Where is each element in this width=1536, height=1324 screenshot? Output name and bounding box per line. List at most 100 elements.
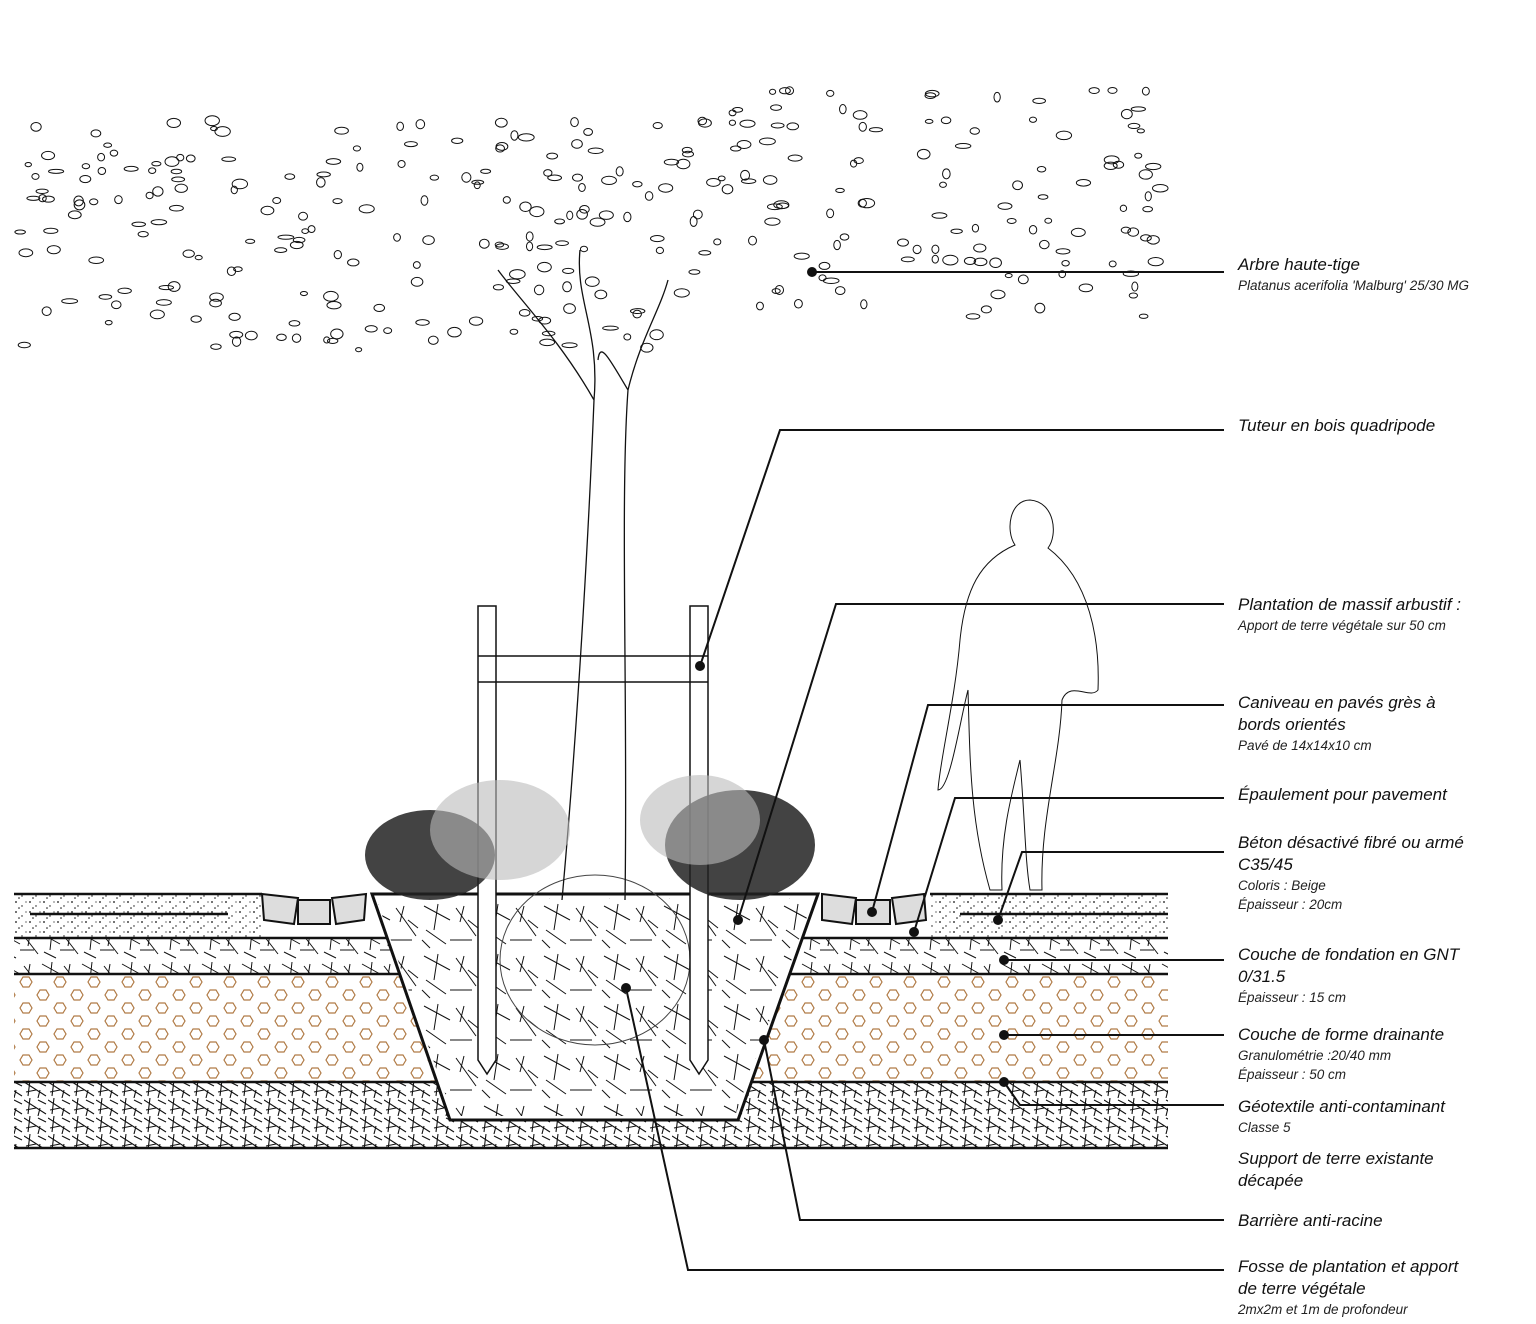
leaf [793,298,803,309]
label-epaulement: Épaulement pour pavement [1238,784,1447,806]
leaf [43,227,59,234]
leaf [1131,281,1139,292]
label-title: Épaulement pour pavement [1238,785,1447,804]
leaf [231,178,249,190]
leaf [868,127,884,133]
leaf [924,118,934,124]
leaf [88,256,105,265]
label-title: Couche de forme drainante [1238,1025,1445,1044]
leaf [18,248,34,258]
leaf [579,204,590,214]
leaf [155,299,172,306]
label-title: Géotextile anti-contaminant [1238,1097,1445,1116]
leaf [554,218,565,225]
leaf [145,191,154,200]
leaf [833,239,841,251]
leaf [756,301,764,311]
leaf [1120,108,1133,120]
leaf [924,89,940,98]
leaf [989,257,1002,268]
leaf [151,161,162,167]
leaf [766,203,783,211]
label-title: Béton désactivé fibré ou armé [1238,833,1464,852]
leaf [35,188,49,194]
leaf [774,285,785,295]
leaf [561,342,578,349]
leaf [1058,270,1067,279]
leaf [1075,179,1092,187]
leaf [965,313,981,320]
leaf [971,223,980,233]
leaf [632,180,643,188]
leaf [509,269,526,280]
leaf [185,154,196,163]
leaf [1151,183,1169,193]
leaf [721,184,734,195]
leaf [114,195,123,205]
leaf [697,116,708,126]
leaf [655,246,665,255]
leaf [1036,165,1047,173]
leaf [779,87,791,95]
leaf [771,288,781,294]
label-barriere: Barrière anti-racine [1238,1210,1383,1232]
leaf [576,208,588,220]
shrubs [365,775,815,900]
leaf [835,187,845,194]
leaf [940,116,952,125]
leaf [649,235,665,243]
leaf [942,168,951,180]
leaf [768,88,777,95]
leaf [698,250,712,256]
leaf [924,92,937,100]
leaf [717,175,726,182]
leaf [834,286,846,296]
leaf [853,157,864,164]
leaf [629,308,646,315]
leaf [649,329,664,341]
leaf [492,284,504,291]
leaf [244,330,258,341]
leaf [563,303,576,314]
leaf [393,233,401,242]
leaf [152,186,164,197]
leaf [706,177,721,187]
leaf [770,104,783,111]
leaf [519,201,532,212]
leaf [728,109,737,117]
leaf [1130,106,1146,112]
leaf [640,342,654,353]
leaf [412,261,421,269]
leaf [583,128,594,136]
leaf [1127,227,1140,237]
leaf [1078,283,1094,293]
leaf [562,281,572,293]
leaf [471,179,485,185]
leaf [495,144,505,153]
label-detail: Pavé de 14x14x10 cm [1238,738,1372,753]
leaf [415,319,430,326]
leaf [740,169,751,181]
leaf [473,181,481,190]
leaf [109,149,119,157]
leaf [1004,272,1013,279]
leaf [494,117,508,128]
leaf [533,284,545,296]
leaf [97,166,107,176]
leaf [570,117,579,128]
leaf [31,172,40,180]
leaf [356,162,364,172]
leaf [204,115,220,127]
leaf [103,142,113,148]
leaf [529,206,545,218]
leaf [111,300,122,310]
leaf [601,175,617,186]
leaf [839,233,850,241]
leaf [555,240,569,246]
leaf [785,86,795,96]
leaf [571,139,583,149]
